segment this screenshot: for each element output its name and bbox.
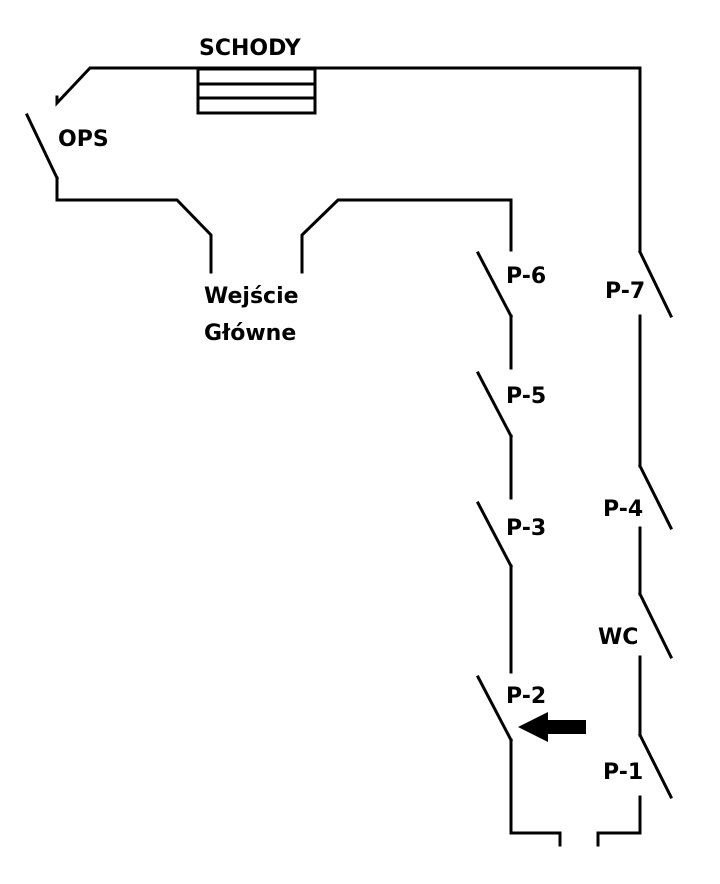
room-label-p6: P-6 xyxy=(506,264,547,289)
door-p3 xyxy=(475,500,514,569)
room-label-p2: P-2 xyxy=(506,684,547,709)
entrance-label-line2: Główne xyxy=(204,321,297,346)
room-label-p3: P-3 xyxy=(506,516,547,541)
wall-left-inner xyxy=(55,176,213,274)
room-label-wc: WC xyxy=(598,625,639,650)
ops-label: OPS xyxy=(58,127,109,152)
arrow-left-icon xyxy=(518,712,586,742)
door-p1 xyxy=(637,732,674,800)
wall-bottom-right xyxy=(596,795,642,847)
room-label-p1: P-1 xyxy=(603,760,644,785)
room-label-p4: P-4 xyxy=(603,497,644,522)
room-label-p5: P-5 xyxy=(506,384,547,409)
stairs-label: SCHODY xyxy=(199,36,301,61)
door-p5 xyxy=(475,370,514,439)
door-wc xyxy=(637,591,674,660)
wall-top xyxy=(55,66,642,252)
door-p4 xyxy=(637,463,674,531)
room-label-p7: P-7 xyxy=(605,279,646,304)
door-p2 xyxy=(475,674,514,743)
entrance-label-line1: Wejście xyxy=(204,284,299,309)
door-p6 xyxy=(475,250,514,319)
wall-entrance-right xyxy=(300,198,513,274)
door-ops xyxy=(25,113,59,180)
door-p7 xyxy=(637,249,674,319)
wall-bottom-left xyxy=(509,738,562,847)
stairs-icon xyxy=(196,67,317,115)
